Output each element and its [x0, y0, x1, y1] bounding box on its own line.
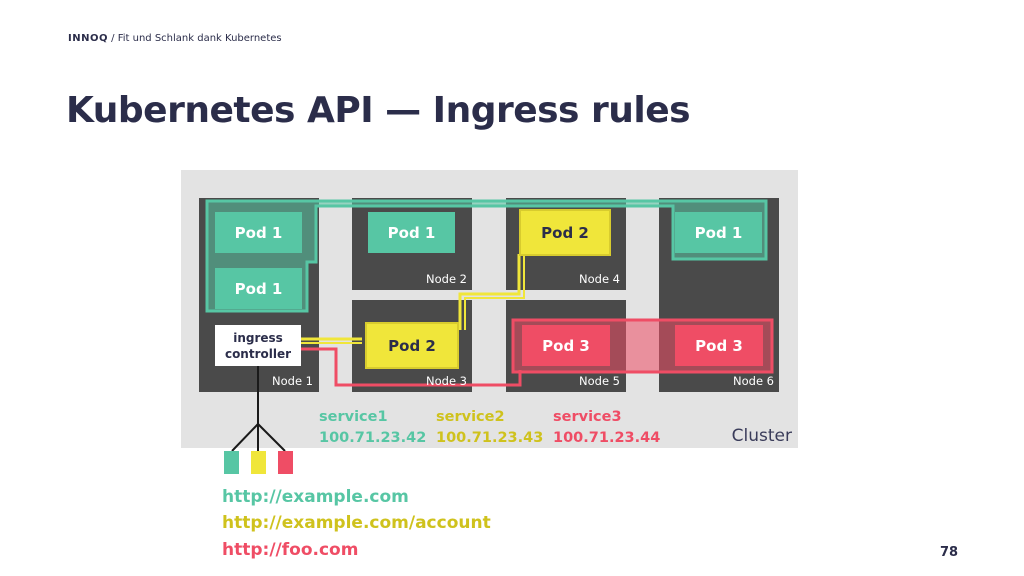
url-example-com: http://example.com [222, 487, 409, 507]
service2-connector-inner [301, 254, 525, 344]
service3-name: service3 [553, 409, 622, 425]
node-2-label: Node 2 [426, 272, 467, 286]
node-3-label: Node 3 [426, 374, 467, 388]
request-marker-yellow [251, 451, 266, 474]
ingress-controller-box [215, 325, 301, 366]
presentation-subtitle: Fit und Schlank dank Kubernetes [117, 33, 282, 44]
request-marker-red [278, 451, 293, 474]
pod-n6-b-label: Pod 3 [695, 337, 743, 355]
pod-n2 [368, 212, 455, 253]
node-1-label: Node 1 [272, 374, 313, 388]
request-marker-green [224, 451, 239, 474]
service1-ip: 100.71.23.42 [319, 430, 426, 446]
pod-n6-b [675, 325, 763, 366]
node-4-label: Node 4 [579, 272, 620, 286]
url-foo-com: http://foo.com [222, 540, 359, 560]
header-separator: / [111, 33, 115, 44]
service3-ip: 100.71.23.44 [553, 430, 660, 446]
pod-n1-a [215, 212, 302, 253]
node-5-label: Node 5 [579, 374, 620, 388]
service2-ip: 100.71.23.43 [436, 430, 543, 446]
slide-title: Kubernetes API — Ingress rules [66, 90, 691, 131]
pod-n5 [522, 325, 610, 366]
pod-n4-label: Pod 2 [541, 224, 589, 242]
service3-connector [301, 347, 522, 387]
pod-n1-a-label: Pod 1 [235, 224, 283, 242]
pod-n6-a-label: Pod 1 [695, 224, 743, 242]
brand-logo: INNOQ [68, 33, 108, 44]
pod-n6-a [675, 212, 762, 253]
pod-n5-label: Pod 3 [542, 337, 590, 355]
service2-connector [301, 254, 521, 341]
ingress-branch-left [231, 423, 259, 452]
cluster-label: Cluster [732, 426, 792, 446]
pod-n3 [365, 322, 459, 369]
pod-n4 [519, 209, 611, 256]
service2-name: service2 [436, 409, 505, 425]
pod-n1-b-label: Pod 1 [235, 280, 283, 298]
service1-name: service1 [319, 409, 388, 425]
pod-n3-label: Pod 2 [388, 337, 436, 355]
header: INNOQ / Fit und Schlank dank Kubernetes [68, 33, 282, 44]
pod-n1-b [215, 268, 302, 309]
url-example-com-account: http://example.com/account [222, 513, 491, 533]
ingress-controller-label-line2: controller [225, 347, 291, 361]
page-number: 78 [940, 545, 959, 560]
ingress-branch-right [257, 423, 286, 452]
ingress-controller-label-line1: ingress [233, 331, 283, 345]
node-6-label: Node 6 [733, 374, 774, 388]
pod-n2-label: Pod 1 [388, 224, 436, 242]
